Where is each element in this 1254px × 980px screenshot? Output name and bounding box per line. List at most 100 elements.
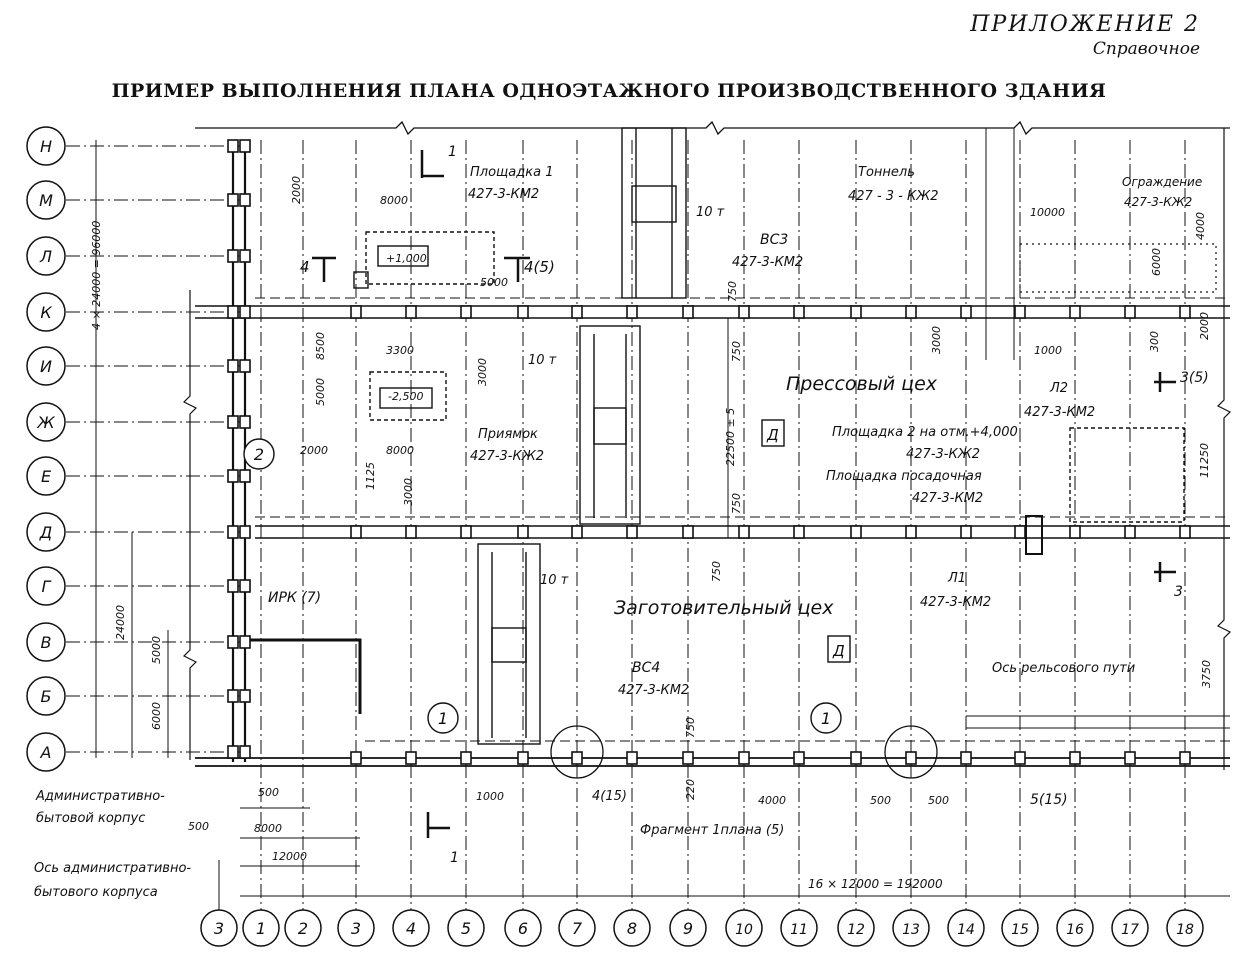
- column-mark: [960, 751, 972, 765]
- callout-label: 1: [821, 709, 831, 728]
- column-mark: [227, 689, 239, 703]
- column-axis-label: 9: [683, 919, 693, 938]
- column-mark: [1014, 751, 1026, 765]
- dimension-label: 5000: [150, 636, 163, 664]
- callout-label: 2: [254, 445, 264, 464]
- column-mark: [460, 305, 472, 319]
- column-mark: [960, 525, 972, 539]
- column-axis-bubble: [1056, 909, 1094, 947]
- column-axis-bubble: [337, 909, 375, 947]
- column-mark: [517, 751, 529, 765]
- row-axis-bubble: [26, 346, 66, 386]
- column-axis-bubble: [284, 909, 322, 947]
- dimension-label: 3000: [476, 358, 489, 386]
- column-mark: [1014, 305, 1026, 319]
- column-mark: [793, 525, 805, 539]
- column-mark: [227, 745, 239, 759]
- column-mark: [239, 415, 251, 429]
- dimension-label: 5000: [480, 276, 508, 289]
- column-mark: [738, 751, 750, 765]
- column-mark: [350, 525, 362, 539]
- page-title: ПРИМЕР ВЫПОЛНЕНИЯ ПЛАНА ОДНОЭТАЖНОГО ПРО…: [111, 80, 1107, 102]
- dimension-label: 22500 ± 5: [724, 408, 737, 466]
- dimension-label: 500: [928, 794, 949, 807]
- column-mark: [793, 305, 805, 319]
- column-mark: [227, 579, 239, 593]
- right-break-line: [1216, 128, 1232, 770]
- section-mark-3-bottom: [1154, 562, 1176, 582]
- dimension-label: 220: [684, 779, 697, 800]
- pit: [369, 371, 447, 421]
- column-axis-bubble: [947, 909, 985, 947]
- dimension-label: 8000: [386, 444, 414, 457]
- row-axis-label: Н: [40, 137, 52, 156]
- column-mark: [239, 689, 251, 703]
- row-axis-label: К: [40, 303, 52, 322]
- column-mark: [1069, 305, 1081, 319]
- landing-platform: [1025, 515, 1043, 555]
- row-axis-label: В: [41, 633, 52, 652]
- dimension-label: 750: [730, 341, 743, 362]
- column-axis-label: 16: [1066, 922, 1084, 938]
- column-mark: [405, 751, 417, 765]
- annotation-text: 427 - 3 - КЖ2: [848, 189, 939, 204]
- column-mark: [239, 193, 251, 207]
- annotation-text: 16 × 12000 = 192000: [808, 877, 943, 891]
- annotation-text: 427-3-КЖ2: [1124, 195, 1192, 209]
- dimension-label: 24000: [114, 605, 127, 640]
- column-axis-bubble: [1111, 909, 1149, 947]
- dimension-label: 2000: [290, 176, 303, 204]
- annotation-text: Ограждение: [1122, 175, 1202, 189]
- column-mark: [239, 745, 251, 759]
- annotation-text: 4(5): [524, 258, 555, 276]
- column-mark: [460, 525, 472, 539]
- column-mark: [1124, 525, 1136, 539]
- annotation-text: Прессовый цех: [786, 373, 938, 395]
- column-mark: [227, 139, 239, 153]
- row-axis-bubble: [26, 676, 66, 716]
- structure-lines: [95, 120, 1232, 897]
- row-axis-bubble: [26, 566, 66, 606]
- dimension-label: +1,000: [386, 252, 427, 265]
- column-axis-bubble: [504, 909, 542, 947]
- callout-label: 1: [438, 709, 448, 728]
- annotation-text: 427-3-КМ2: [732, 255, 803, 270]
- fence-area: [1019, 243, 1217, 293]
- annotation-text: Площадка посадочная: [826, 469, 982, 484]
- column-mark: [1179, 525, 1191, 539]
- platform-1-mark: [377, 245, 429, 267]
- column-axis-label: 7: [572, 919, 583, 938]
- dimension-label: 300: [1148, 331, 1161, 352]
- column-mark: [1124, 305, 1136, 319]
- column-axis-bubble: [892, 909, 930, 947]
- dimension-label: 3300: [386, 344, 414, 357]
- dimension-label: 6000: [150, 702, 163, 730]
- annotation-text: 427-3-КМ2: [920, 595, 991, 610]
- dimension-label: 4000: [758, 794, 786, 807]
- column-mark: [227, 359, 239, 373]
- callout-bubble: [810, 702, 842, 734]
- dimension-label: 1125: [364, 462, 377, 490]
- annotation-text: 5(15): [1030, 792, 1068, 808]
- row-axis-bubble: [26, 180, 66, 220]
- column-axis-label: 5: [461, 919, 471, 938]
- category-box-press: [761, 419, 785, 447]
- column-axis-label: 13: [902, 922, 920, 938]
- top-break-line: [195, 120, 1230, 136]
- dimension-label: 3000: [930, 326, 943, 354]
- column-axis-label: 17: [1121, 922, 1139, 938]
- annotation-text: 10 т: [696, 205, 725, 220]
- annotation-text: Ось рельсового пути: [992, 661, 1135, 676]
- annotation-text: 3: [1174, 584, 1183, 600]
- column-mark: [905, 751, 917, 765]
- column-axis-label: 4: [406, 919, 416, 938]
- dimension-label: 750: [730, 493, 743, 514]
- annotation-text: 427-3-КЖ2: [906, 447, 980, 462]
- annotation-text: ВС3: [760, 232, 788, 248]
- row-axis-label: Л: [39, 247, 52, 266]
- column-mark: [239, 305, 251, 319]
- column-axis-label: 15: [1011, 922, 1029, 938]
- column-axis-bubble: [242, 909, 280, 947]
- dimension-label: 500: [188, 820, 209, 833]
- column-axis-label: 3: [214, 919, 224, 938]
